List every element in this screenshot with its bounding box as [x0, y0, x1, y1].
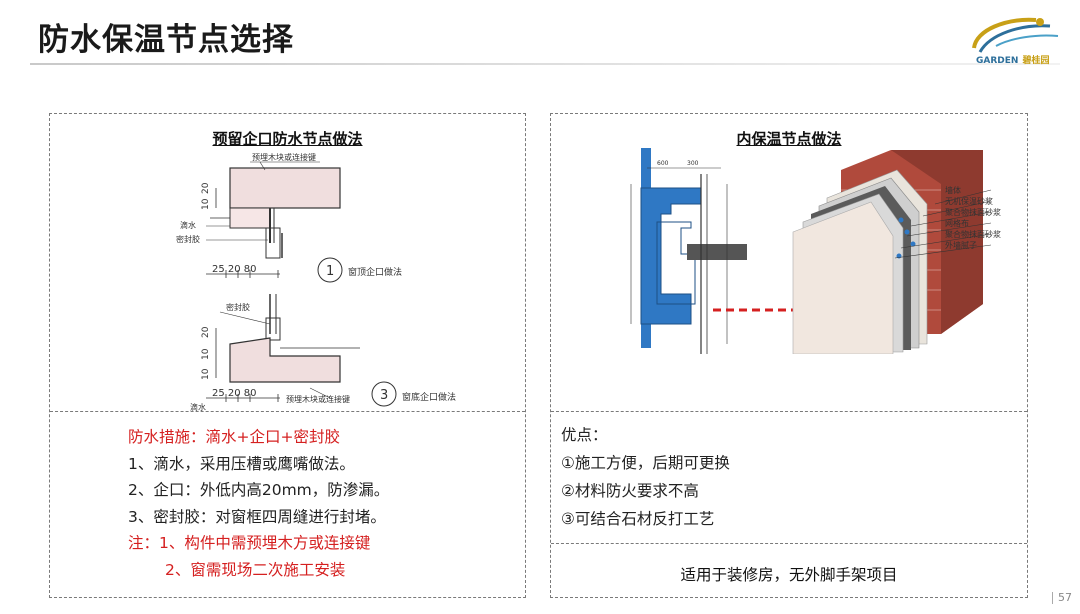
section-dim-a: 600	[657, 160, 669, 167]
bottom-dim-20: 20	[201, 326, 211, 338]
bottom-sealant-label: 密封胶	[226, 302, 250, 312]
top-embed-label: 预埋木块或连接键	[252, 152, 316, 162]
top-circle-number: 1	[326, 264, 334, 279]
company-logo	[972, 17, 1059, 53]
page-title: 防水保温节点选择	[38, 22, 294, 58]
layer-label-6: 外墙腻子	[945, 240, 977, 250]
waterproof-notes: 防水措施：滴水+企口+密封胶 1、滴水，采用压槽或鹰嘴做法。 2、企口：外低内高…	[128, 424, 389, 583]
left-panel-divider	[50, 411, 525, 412]
logo-brand: GARDEN	[976, 56, 1019, 66]
waterproof-node-panel: 预留企口防水节点做法 预埋木块或连接键 滴水 密封胶 20 10	[49, 113, 526, 598]
bottom-drip-label: 滴水	[190, 402, 206, 412]
logo-brand-cn: 碧桂园	[1022, 56, 1050, 66]
right-panel-divider-top	[551, 411, 1027, 412]
top-dims-bottom: 25 20 80	[212, 264, 257, 275]
note-measures: 防水措施：滴水+企口+密封胶	[128, 428, 340, 446]
layer-label-2: 无机保温砂浆	[945, 196, 993, 206]
top-caption: 窗顶企口做法	[348, 266, 402, 278]
wall-layers-illustration: 墙体 无机保温砂浆 聚合物抹面砂浆 网格布 聚合物抹面砂浆 外墙腻子	[792, 150, 1001, 354]
layer-label-1: 墙体	[945, 185, 961, 195]
advantage-2: ②材料防火要求不高	[561, 482, 699, 500]
bottom-embed-label: 预埋木块或连接键	[286, 394, 350, 404]
insulation-advantages: 优点： ①施工方便，后期可更换 ②材料防火要求不高 ③可结合石材反打工艺	[561, 421, 730, 533]
top-sealant-label: 密封胶	[176, 234, 200, 244]
page-number: 57	[1052, 592, 1072, 604]
right-panel-divider-bottom	[551, 543, 1027, 544]
insulation-node-panel: 内保温节点做法 PC 600 300	[550, 113, 1028, 598]
top-dim-20: 20	[201, 182, 211, 194]
layer-label-4: 网格布	[945, 218, 969, 228]
note-remark-2: 2、窗需现场二次施工安装	[165, 560, 346, 579]
top-drip-label: 滴水	[180, 220, 196, 230]
advantage-3: ③可结合石材反打工艺	[561, 510, 715, 528]
insulation-panel-heading: 内保温节点做法	[736, 130, 842, 148]
bottom-dim-10b: 10	[201, 368, 211, 380]
advantages-title: 优点：	[561, 426, 608, 444]
top-dim-10: 10	[201, 198, 211, 210]
note-drip: 1、滴水，采用压槽或鹰嘴做法。	[128, 454, 355, 473]
waterproof-node-drawing: 预埋木块或连接键 滴水 密封胶 20 10 25 20 80 1 窗顶企口做法	[176, 152, 456, 412]
title-divider	[30, 63, 1060, 65]
bottom-dims-bottom: 25 20 80	[212, 388, 257, 399]
insulation-node-drawing: PC 600 300	[630, 148, 1001, 354]
note-rebate: 2、企口：外低内高20mm，防渗漏。	[128, 481, 390, 499]
bottom-circle-number: 3	[380, 388, 388, 403]
window-head-detail: 预埋木块或连接键 滴水 密封胶 20 10 25 20 80 1 窗顶企口做法	[176, 152, 402, 283]
window-sill-detail: 密封胶 20 10 10 25 20 80 预埋木块或连接键 滴水 3 窗底企口…	[190, 294, 456, 412]
bottom-dim-10a: 10	[201, 348, 211, 360]
waterproof-panel-heading: 预留企口防水节点做法	[212, 130, 363, 148]
pc-label: PC	[661, 228, 674, 239]
applicability-note: 适用于装修房，无外脚手架项目	[680, 566, 898, 584]
layer-label-3: 聚合物抹面砂浆	[945, 207, 1001, 217]
note-sealant: 3、密封胶：对窗框四周缝进行封堵。	[128, 507, 386, 526]
note-remark-1: 注：1、构件中需预埋木方或连接键	[128, 534, 371, 552]
layer-label-5: 聚合物抹面砂浆	[945, 229, 1001, 239]
bottom-caption: 窗底企口做法	[402, 391, 456, 403]
section-dim-b: 300	[687, 160, 699, 167]
advantage-1: ①施工方便，后期可更换	[561, 454, 730, 472]
pc-section-drawing: PC 600 300	[630, 148, 747, 354]
